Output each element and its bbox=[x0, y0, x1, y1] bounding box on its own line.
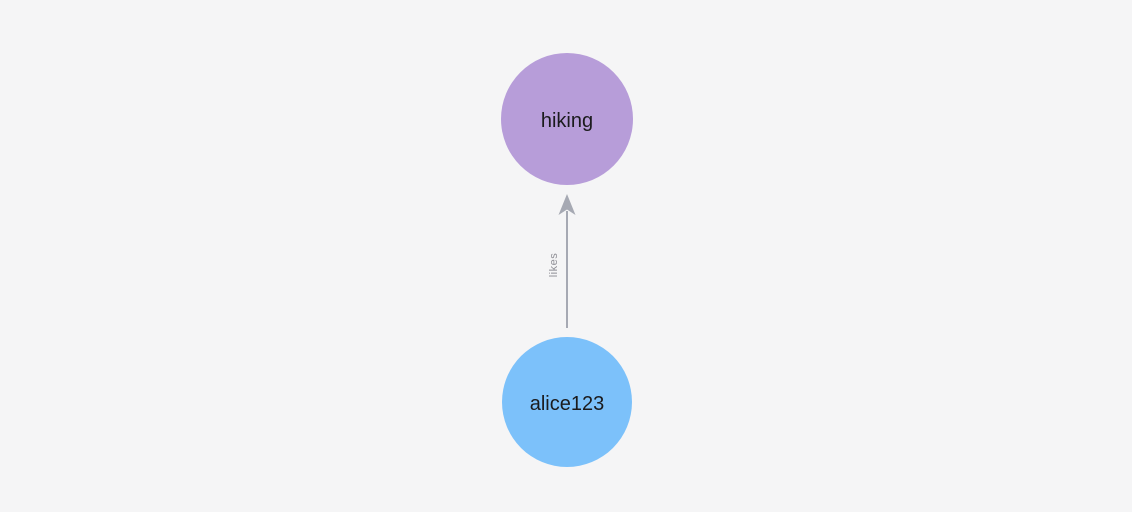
node-hiking-label: hiking bbox=[541, 110, 593, 132]
edge-label[interactable]: likes bbox=[548, 253, 560, 278]
node-alice123-group: alice123 bbox=[502, 337, 632, 467]
node-alice123[interactable] bbox=[502, 337, 632, 467]
node-hiking[interactable] bbox=[501, 53, 633, 185]
edge-likes: likes bbox=[548, 194, 576, 328]
edge-arrowhead bbox=[558, 194, 576, 215]
node-alice123-label: alice123 bbox=[530, 393, 605, 415]
node-hiking-group: hiking bbox=[501, 53, 633, 185]
